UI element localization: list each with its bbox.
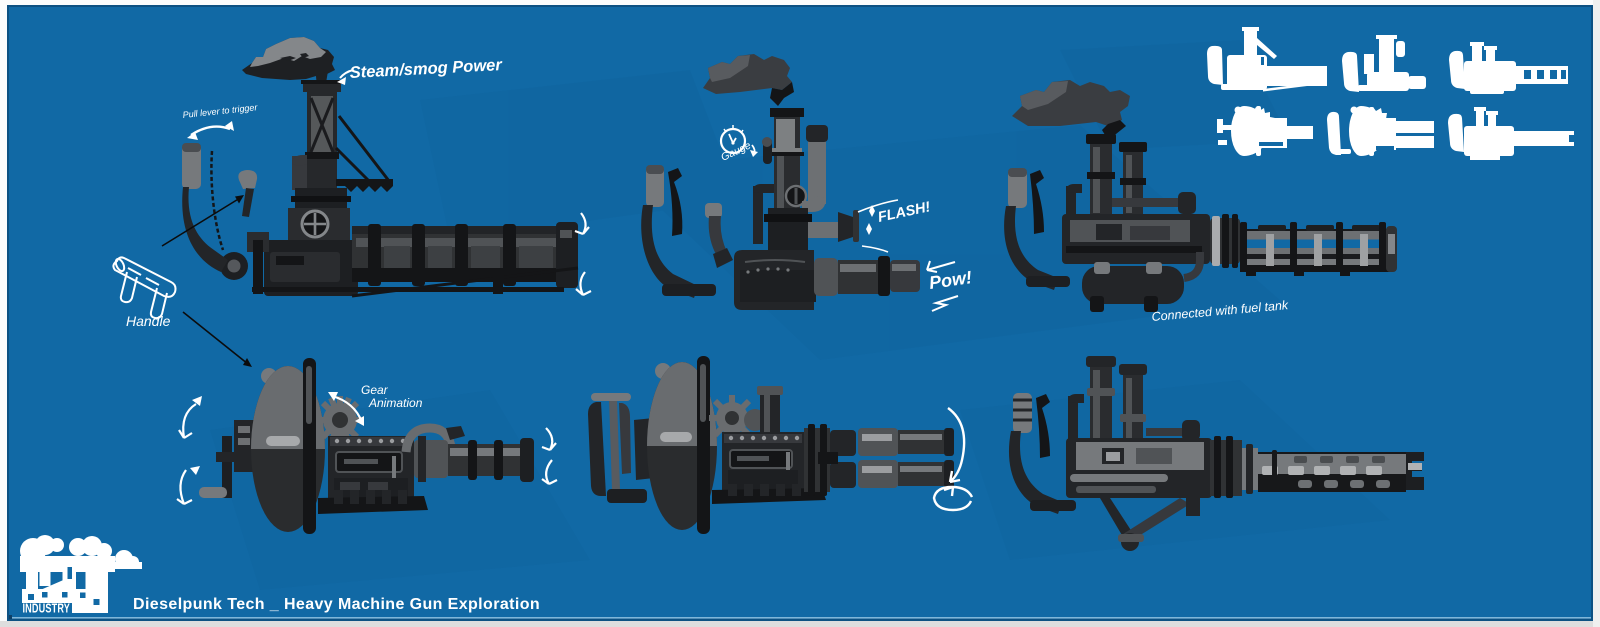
svg-text:Gear: Gear (361, 383, 389, 397)
svg-text:Dieselpunk Tech _ Heavy Machin: Dieselpunk Tech _ Heavy Machine Gun Expl… (133, 596, 540, 613)
svg-text:INDUSTRY: INDUSTRY (23, 602, 71, 616)
svg-text:Animation: Animation (368, 396, 423, 410)
svg-text:Handle: Handle (126, 313, 171, 329)
